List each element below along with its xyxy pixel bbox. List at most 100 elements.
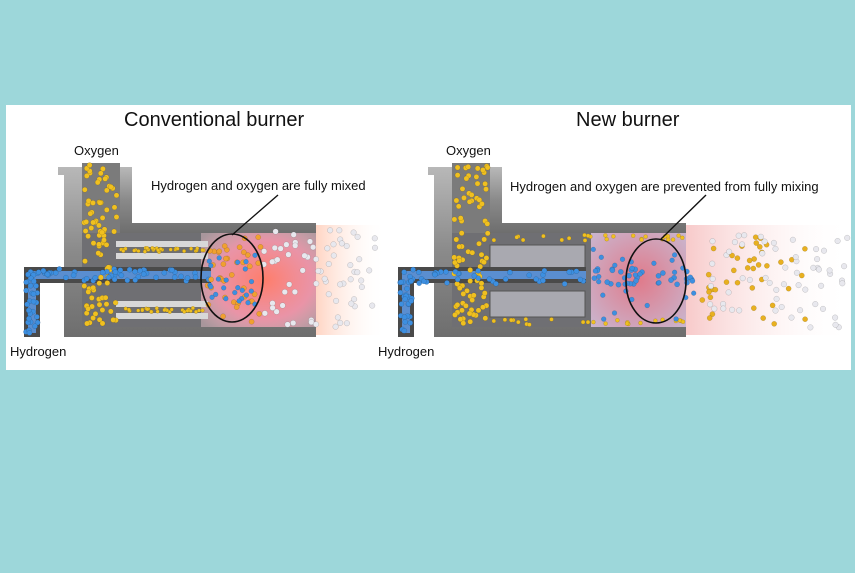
oxygen-particle bbox=[190, 306, 195, 311]
oxygen-particle bbox=[222, 255, 229, 262]
water-particle bbox=[313, 280, 320, 287]
water-particle bbox=[290, 231, 297, 238]
oxygen-particle bbox=[474, 180, 481, 187]
hydrogen-particle bbox=[99, 269, 106, 276]
oxygen-particle bbox=[582, 238, 588, 243]
water-particle bbox=[757, 233, 764, 240]
hydrogen-particle bbox=[398, 279, 404, 285]
hydrogen-particle bbox=[223, 277, 229, 283]
oxygen-particle bbox=[604, 236, 609, 242]
oxygen-particle bbox=[175, 246, 180, 251]
oxygen-particle bbox=[221, 243, 228, 249]
water-particle bbox=[279, 302, 286, 309]
hydrogen-particle bbox=[629, 265, 635, 271]
water-particle bbox=[778, 303, 785, 310]
hydrogen-particle bbox=[137, 267, 143, 274]
conventional-outer-wall-top bbox=[120, 167, 316, 233]
water-particle bbox=[313, 321, 320, 328]
hydrogen-particle bbox=[471, 272, 478, 279]
hydrogen-particle bbox=[35, 269, 42, 275]
oxygen-particle bbox=[110, 317, 116, 323]
oxygen-particle bbox=[467, 267, 474, 273]
oxygen-particle bbox=[182, 309, 187, 314]
oxygen-particle bbox=[802, 245, 808, 252]
oxygen-particle bbox=[123, 306, 128, 311]
oxygen-particle bbox=[195, 246, 200, 251]
hydrogen-particle bbox=[140, 271, 147, 277]
hydrogen-particle bbox=[117, 267, 124, 273]
oxygen-particle bbox=[523, 317, 528, 322]
hydrogen-particle bbox=[34, 319, 41, 326]
oxygen-particle bbox=[705, 271, 712, 278]
hydrogen-particle bbox=[30, 291, 37, 297]
water-particle bbox=[301, 252, 308, 259]
hydrogen-particle bbox=[235, 285, 241, 291]
water-particle bbox=[292, 242, 299, 249]
hydrogen-particle bbox=[44, 271, 51, 278]
oxygen-particle bbox=[256, 310, 262, 317]
oxygen-particle bbox=[104, 280, 111, 286]
oxygen-particle bbox=[123, 246, 128, 251]
water-particle bbox=[336, 227, 343, 234]
oxygen-particle bbox=[85, 198, 92, 204]
oxygen-particle bbox=[86, 162, 93, 168]
hydrogen-particle bbox=[404, 285, 410, 292]
water-particle bbox=[273, 308, 280, 315]
oxygen-particle bbox=[240, 249, 247, 255]
oxygen-particle bbox=[483, 255, 490, 261]
oxygen-particle bbox=[99, 229, 105, 236]
conventional-mixing-ellipse bbox=[200, 233, 264, 323]
oxygen-particle bbox=[255, 234, 261, 240]
water-particle bbox=[773, 286, 780, 293]
oxygen-particle bbox=[196, 308, 201, 313]
water-particle bbox=[281, 288, 288, 295]
water-particle bbox=[788, 314, 795, 321]
oxygen-particle bbox=[467, 278, 474, 284]
hydrogen-particle bbox=[609, 267, 616, 274]
oxygen-particle bbox=[469, 297, 476, 303]
water-particle bbox=[720, 305, 727, 312]
oxygen-particle bbox=[95, 250, 102, 256]
hydrogen-particle bbox=[31, 278, 37, 285]
oxygen-particle bbox=[484, 221, 491, 227]
water-particle bbox=[709, 238, 716, 245]
water-particle bbox=[371, 235, 378, 242]
water-particle bbox=[741, 232, 748, 239]
water-particle bbox=[780, 281, 787, 288]
oxygen-particle bbox=[111, 228, 117, 235]
hydrogen-particle bbox=[401, 269, 407, 275]
water-particle bbox=[358, 283, 365, 290]
hydrogen-particle bbox=[669, 257, 675, 263]
oxygen-particle bbox=[236, 244, 243, 250]
oxygen-particle bbox=[778, 259, 784, 265]
oxygen-particle bbox=[92, 310, 99, 317]
oxygen-particle bbox=[456, 285, 463, 291]
hydrogen-particle bbox=[671, 252, 678, 258]
oxygen-particle bbox=[104, 207, 110, 213]
hydrogen-particle bbox=[192, 274, 199, 280]
water-particle bbox=[782, 264, 789, 271]
oxygen-particle bbox=[90, 240, 97, 246]
oxygen-particle bbox=[140, 308, 145, 313]
oxygen-particle bbox=[749, 285, 756, 291]
hydrogen-particle bbox=[540, 277, 546, 284]
hydrogen-particle bbox=[577, 276, 584, 283]
oxygen-particle bbox=[479, 201, 485, 207]
water-particle bbox=[736, 307, 743, 314]
oxygen-particle bbox=[764, 262, 770, 269]
hydrogen-particle bbox=[243, 292, 250, 298]
oxygen-particle bbox=[257, 244, 264, 250]
water-particle bbox=[337, 281, 344, 288]
hydrogen-particle bbox=[475, 275, 482, 281]
hydrogen-particle bbox=[689, 278, 696, 284]
hydrogen-particle bbox=[475, 267, 481, 274]
oxygen-particle bbox=[549, 317, 554, 322]
oxygen-particle bbox=[458, 230, 465, 236]
hydrogen-particle bbox=[161, 269, 168, 276]
hydrogen-particle bbox=[655, 272, 662, 279]
hydrogen-particle bbox=[23, 287, 30, 294]
water-particle bbox=[746, 276, 753, 283]
oxygen-particle bbox=[101, 237, 107, 243]
water-particle bbox=[761, 238, 768, 245]
hydrogen-particle bbox=[248, 288, 254, 294]
